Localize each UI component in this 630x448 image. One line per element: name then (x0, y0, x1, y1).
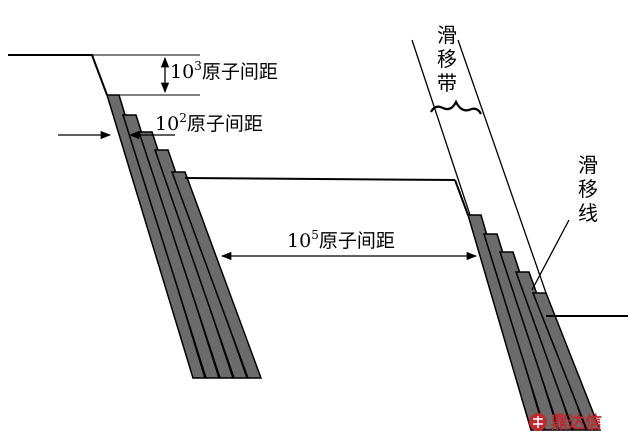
left-lamella-5 (170, 171, 263, 379)
label-slip-band: 滑 移 带 (437, 23, 457, 95)
right-lamella-2 (482, 233, 560, 431)
right-slip-steps (454, 179, 628, 431)
label-top-step: 103原子间距 (170, 59, 278, 83)
slip-band-right-edge (457, 39, 547, 294)
label-band-spacing: 105原子间距 (287, 228, 395, 252)
middle-surface (184, 177, 456, 181)
left-slip-steps (8, 54, 456, 379)
left-lamella-2 (121, 114, 221, 379)
svg-text:移: 移 (578, 177, 598, 201)
left-lamella-4 (153, 149, 249, 379)
slip-band-left-edge (411, 39, 471, 216)
slip-band-brace (430, 99, 482, 115)
right-lamella-3 (498, 251, 574, 431)
right-lamella-5 (531, 292, 602, 431)
svg-text:滑: 滑 (578, 153, 598, 177)
watermark-text: 鼎达信 (551, 412, 602, 433)
right-lamella-1 (466, 214, 546, 431)
watermark: 鼎达信 (529, 412, 602, 433)
svg-text:带: 带 (437, 71, 457, 95)
svg-text:线: 线 (578, 201, 598, 225)
label-slip-line: 滑 移 线 (578, 153, 598, 225)
label-step: 102原子间距 (155, 111, 263, 135)
svg-text:滑: 滑 (437, 23, 457, 47)
right-lamella-4 (514, 271, 588, 431)
svg-text:移: 移 (437, 47, 457, 71)
slip-line-leader (531, 219, 570, 291)
left-lamella-3 (137, 131, 235, 379)
left-surface (8, 54, 108, 96)
right-upper-surface (454, 179, 469, 216)
